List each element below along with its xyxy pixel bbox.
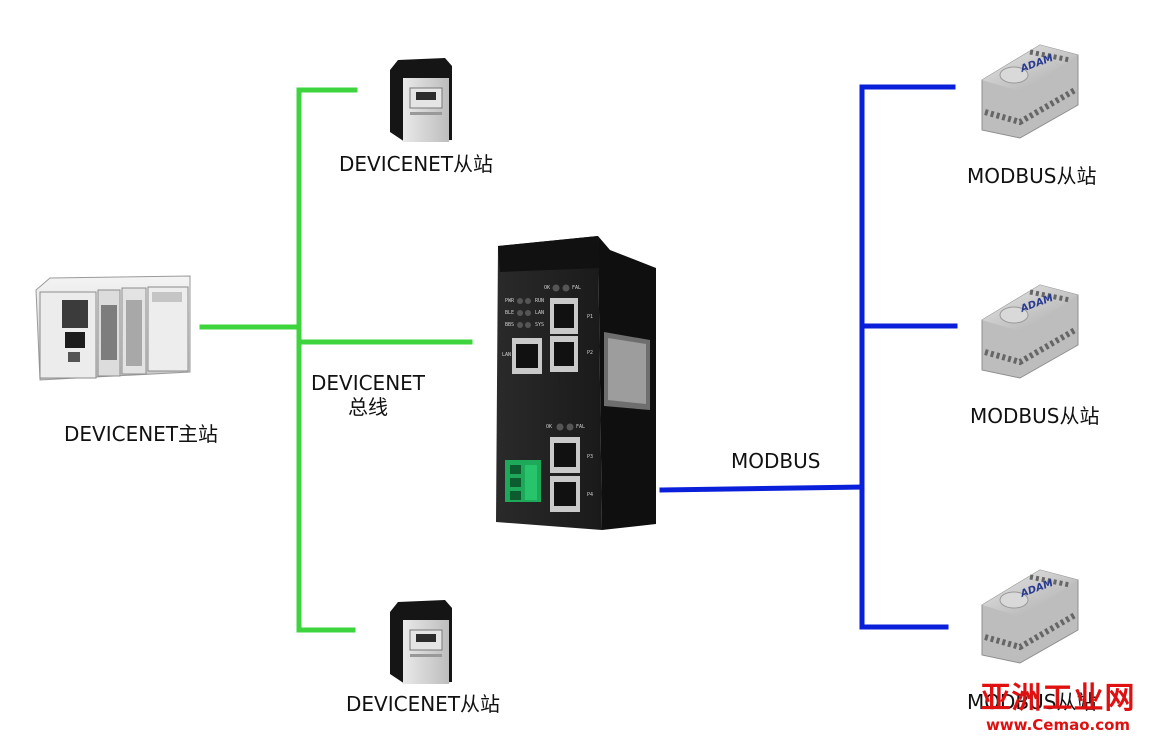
gw-bottom-fal: FAL — [576, 424, 586, 430]
devicenet-slave-label-top: DEVICENET从站 — [339, 152, 494, 176]
modbus-slave-image-top: ADAM — [981, 44, 1079, 139]
gw-led-lan: LAN — [535, 310, 545, 316]
gw-led-bbs: BBS — [505, 322, 515, 328]
gw-bottom-ok: OK — [546, 424, 553, 430]
devicenet-slave-label-bottom: DEVICENET从站 — [346, 692, 501, 716]
watermark: 亚洲工业网 www.Cemao.com — [972, 681, 1144, 735]
gw-led-pwr: PWR — [505, 298, 515, 304]
devicenet-bus-label: DEVICENET 总线 — [309, 371, 427, 419]
modbus-slave-label-top: MODBUS从站 — [967, 164, 1097, 188]
modbus-bus-lines — [659, 84, 958, 630]
master-label: DEVICENET主站 — [64, 422, 219, 446]
devicenet-slave-image-bottom — [390, 600, 452, 684]
devicenet-slave-image-top — [390, 58, 452, 142]
modbus-link-gateway — [659, 484, 865, 493]
watermark-url: www.Cemao.com — [985, 716, 1131, 734]
watermark-title: 亚洲工业网 — [980, 681, 1136, 716]
modbus-slave-image-middle: ADAM — [981, 284, 1079, 379]
gw-port-p1: P1 — [587, 314, 594, 320]
gw-port-p3: P3 — [587, 454, 594, 460]
gw-port-lan: LAN — [502, 352, 512, 358]
devicenet-bus-label-line1: DEVICENET — [310, 371, 426, 395]
gw-port-p2: P2 — [587, 350, 594, 356]
gw-top-ok: OK — [544, 285, 551, 291]
gw-port-p4: P4 — [587, 492, 594, 498]
gw-led-ble: BLE — [505, 310, 515, 316]
devicenet-bus-lines — [199, 87, 473, 633]
plc-master-image — [35, 275, 191, 381]
gateway-image — [496, 236, 656, 530]
gw-led-sys: SYS — [535, 322, 545, 328]
gw-led-run: RUN — [535, 298, 545, 304]
modbus-slave-image-bottom: ADAM — [981, 569, 1079, 664]
gw-top-fal: FAL — [572, 285, 582, 291]
modbus-bus-label: MODBUS — [731, 449, 821, 473]
devicenet-bus-label-line2: 总线 — [348, 395, 388, 419]
modbus-slave-label-middle: MODBUS从站 — [970, 404, 1100, 428]
modbus-slave-label-bottom: MODBUS从站 — [967, 690, 1097, 714]
